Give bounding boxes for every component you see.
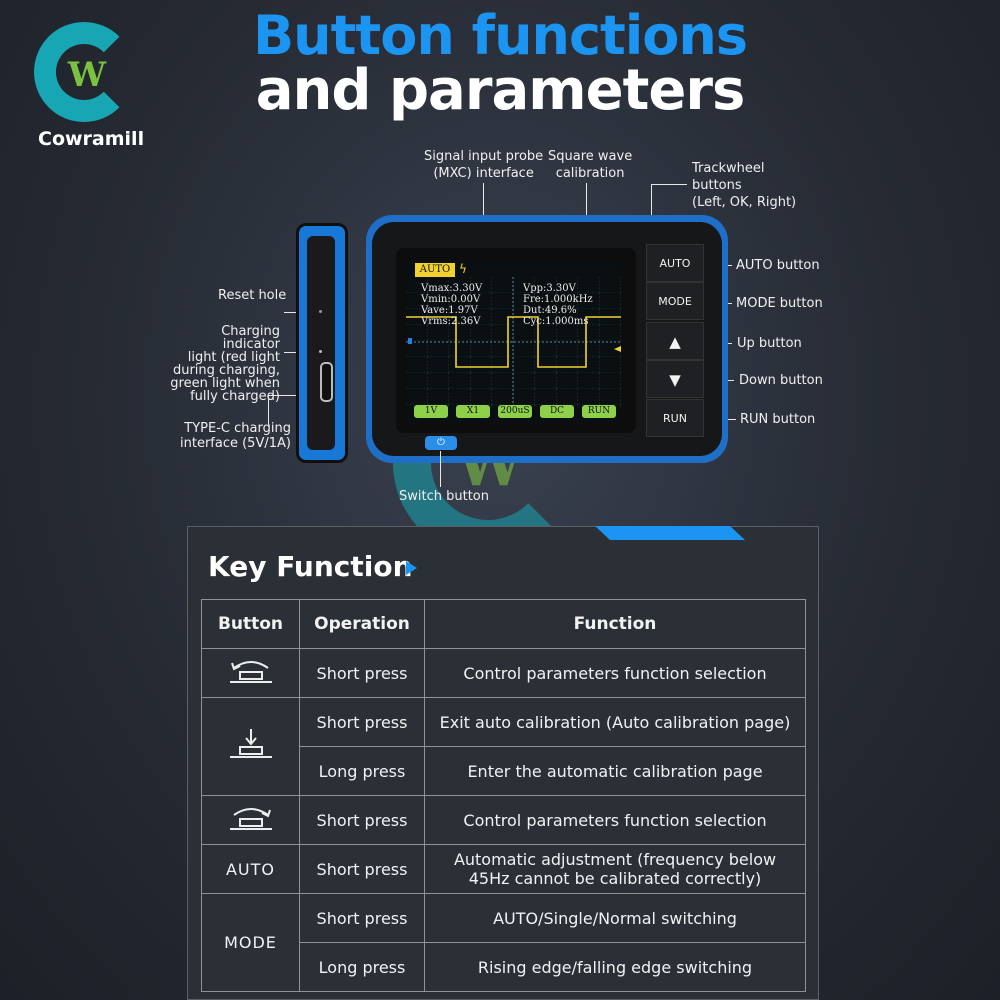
- key-function-heading: Key Function: [208, 550, 413, 583]
- page-title-line1: Button functions: [253, 4, 748, 67]
- scope-grid: [406, 277, 621, 407]
- page-title-line2: and parameters: [255, 58, 746, 123]
- button-cell-mode: MODE: [201, 893, 300, 992]
- callout-charging: Charging indicator light (red light duri…: [170, 324, 280, 404]
- reading-value: Cyc:1.000ms: [523, 316, 589, 327]
- callout-switch: Switch button: [399, 489, 489, 504]
- mode-tag: AUTO: [415, 263, 455, 277]
- function-cell: Control parameters function selection: [424, 648, 806, 698]
- reading-value: Vrms:2.36V: [421, 316, 481, 327]
- function-cell: Rising edge/falling edge switching: [424, 942, 806, 992]
- leader-line: [651, 184, 652, 216]
- leader-line: [268, 395, 269, 425]
- operation-cell: Short press: [299, 795, 425, 845]
- function-cell: Automatic adjustment (frequency below 45…: [424, 844, 806, 894]
- leader-line: [586, 183, 587, 216]
- trigger-marker: [408, 338, 412, 344]
- callout-typec: TYPE-C charging interface (5V/1A): [180, 421, 291, 451]
- callout-reset: Reset hole: [218, 288, 287, 303]
- panel-accent: [595, 526, 745, 540]
- operation-cell: Short press: [299, 648, 425, 698]
- reading-value: Vmax:3.30V: [421, 283, 483, 294]
- function-cell: Exit auto calibration (Auto calibration …: [424, 697, 806, 747]
- trigger-edge-icon: ϟ: [459, 262, 467, 276]
- leader-line: [268, 395, 320, 396]
- typec-port: [320, 362, 333, 402]
- trackwheel-right-icon: [201, 795, 300, 845]
- reset-hole: [319, 310, 322, 313]
- trackwheel-press-icon: [201, 697, 300, 796]
- reading-value: Fre:1.000kHz: [523, 294, 593, 305]
- function-cell: Enter the automatic calibration page: [424, 746, 806, 796]
- bottom-tag: DC: [540, 405, 574, 418]
- function-cell: Control parameters function selection: [424, 795, 806, 845]
- operation-cell: Long press: [299, 746, 425, 796]
- brand-name: Cowramill: [38, 128, 145, 150]
- callout-down: Down button: [739, 373, 823, 388]
- bottom-tag: RUN: [582, 405, 616, 418]
- table-row: Short press Control parameters function …: [201, 795, 806, 845]
- table-row: AUTO Short press Automatic adjustment (f…: [201, 844, 806, 894]
- header-function: Function: [424, 599, 806, 649]
- header-button: Button: [201, 599, 300, 649]
- operation-cell: Short press: [299, 844, 425, 894]
- down-button[interactable]: ▼: [646, 360, 704, 398]
- bottom-tag: X1: [456, 405, 490, 418]
- table-row: Short press Control parameters function …: [201, 648, 806, 698]
- table-row: Long press Rising edge/falling edge swit…: [202, 942, 806, 992]
- callout-mode: MODE button: [736, 296, 823, 311]
- callout-auto: AUTO button: [736, 258, 820, 273]
- charging-indicator: [319, 350, 322, 353]
- operation-cell: Short press: [299, 893, 425, 943]
- reading-value: Vpp:3.30V: [523, 283, 576, 294]
- function-cell: AUTO/Single/Normal switching: [424, 893, 806, 943]
- square-waveform: [406, 316, 621, 368]
- bottom-tag: 1V: [414, 405, 448, 418]
- heading-arrow-icon: [406, 561, 417, 575]
- table-row: Short press Exit auto calibration (Auto …: [201, 697, 806, 796]
- reading-value: Vave:1.97V: [421, 305, 478, 316]
- bottom-tag-bar: 1V X1 200uS DC RUN: [414, 405, 616, 418]
- leader-line: [651, 184, 687, 185]
- callout-probe: Signal input probe (MXC) interface: [424, 149, 544, 181]
- callout-up: Up button: [737, 336, 802, 351]
- leader-line: [440, 451, 441, 487]
- up-button[interactable]: ▲: [646, 322, 704, 360]
- trackwheel-left-icon: [201, 648, 300, 698]
- callout-run: RUN button: [740, 412, 816, 427]
- table-header-row: Button Operation Function: [201, 599, 806, 649]
- button-cell-auto: AUTO: [201, 844, 300, 894]
- operation-cell: Long press: [299, 942, 425, 992]
- brand-logo-letter: W: [67, 55, 107, 95]
- bottom-tag: 200uS: [498, 405, 532, 418]
- mode-button[interactable]: MODE: [646, 282, 704, 320]
- reading-value: Dut:49.6%: [523, 305, 577, 316]
- callout-trackwheel: Trackwheel buttons (Left, OK, Right): [692, 161, 797, 210]
- run-button[interactable]: RUN: [646, 399, 704, 437]
- table-row: MODE Short press AUTO/Single/Normal swit…: [201, 893, 806, 992]
- oscilloscope-screen: [406, 261, 621, 423]
- auto-button[interactable]: AUTO: [646, 244, 704, 282]
- key-function-table: Button Operation Function Short press Co…: [201, 599, 806, 992]
- leader-line: [483, 183, 484, 216]
- power-icon[interactable]: ⏻: [425, 436, 457, 450]
- front-button-panel: AUTO MODE ▲ ▼ RUN: [646, 238, 704, 440]
- callout-square: Square wave calibration: [548, 149, 633, 181]
- table-row: Long press Enter the automatic calibrati…: [202, 746, 806, 796]
- operation-cell: Short press: [299, 697, 425, 747]
- device-side-view: [296, 223, 348, 463]
- reading-value: Vmin:0.00V: [421, 294, 481, 305]
- header-operation: Operation: [299, 599, 425, 649]
